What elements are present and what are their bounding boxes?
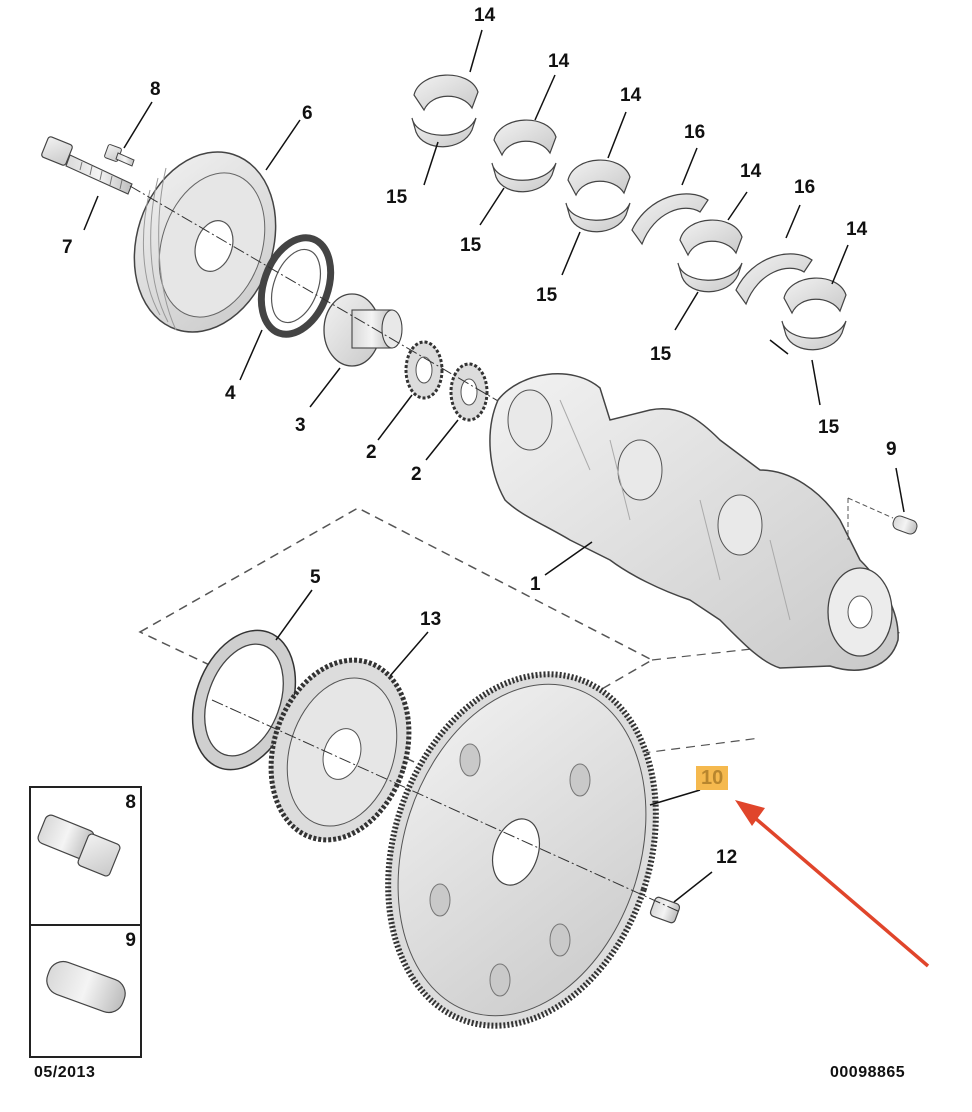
crankshaft (489, 373, 899, 671)
inset-label-9: 9 (125, 930, 136, 951)
rear-oil-seal (191, 629, 297, 771)
red-pointer-arrow (735, 800, 930, 968)
bearing-shell-4 (677, 219, 743, 293)
callout-14: 14 (740, 161, 762, 182)
callout-15: 15 (650, 344, 672, 365)
bearing-shell-5 (781, 277, 847, 351)
callout-8: 8 (150, 79, 161, 100)
callout-16: 16 (794, 177, 816, 198)
inset-dowel-drawing (46, 960, 126, 1014)
callout-2: 2 (411, 464, 422, 485)
flexplate (385, 671, 659, 1029)
dowel-pin (847, 497, 918, 540)
leader-lines (83, 29, 905, 903)
thrust-washer-2 (735, 253, 813, 306)
callout-14: 14 (548, 51, 570, 72)
callout-3: 3 (295, 415, 306, 436)
callout-1: 1 (530, 574, 541, 595)
callout-6: 6 (302, 103, 313, 124)
callout-14: 14 (474, 5, 496, 26)
inset-label-8: 8 (125, 792, 136, 813)
inset-box-part-8: 8 (29, 786, 142, 926)
small-bolt (104, 144, 135, 167)
thrust-washer-1 (631, 193, 709, 246)
diagram-date: 05/2013 (34, 1064, 96, 1081)
callout-12: 12 (716, 847, 738, 868)
bearing-shell-1 (411, 74, 479, 148)
diagram-code: 00098865 (830, 1064, 906, 1081)
callout-13: 13 (420, 609, 442, 630)
callout-10-highlighted: 10 (696, 766, 729, 790)
inset-box-part-9: 9 (29, 924, 142, 1058)
callout-14: 14 (846, 219, 868, 240)
timing-hub (323, 293, 403, 367)
callout-16: 16 (684, 122, 706, 143)
bearing-shell-3 (565, 159, 631, 233)
sprocket-front (404, 340, 444, 400)
inset-bolt-drawing (37, 814, 121, 877)
front-oil-seal (257, 234, 335, 338)
bearing-shell-2 (491, 119, 557, 193)
callout-15: 15 (460, 235, 482, 256)
callout-15: 15 (818, 417, 840, 438)
callout-9: 9 (886, 439, 897, 460)
callout-15: 15 (386, 187, 408, 208)
callout-4: 4 (225, 383, 236, 404)
crankshaft-pulley (133, 151, 277, 333)
callout-5: 5 (310, 567, 321, 588)
pulley-bolt (41, 136, 133, 195)
sprocket-rear (449, 362, 489, 422)
flexplate-bolt (649, 896, 681, 924)
callout-7: 7 (62, 237, 73, 258)
callout-2: 2 (366, 442, 377, 463)
callout-14: 14 (620, 85, 642, 106)
reluctor-ring (268, 657, 412, 843)
callout-15: 15 (536, 285, 558, 306)
